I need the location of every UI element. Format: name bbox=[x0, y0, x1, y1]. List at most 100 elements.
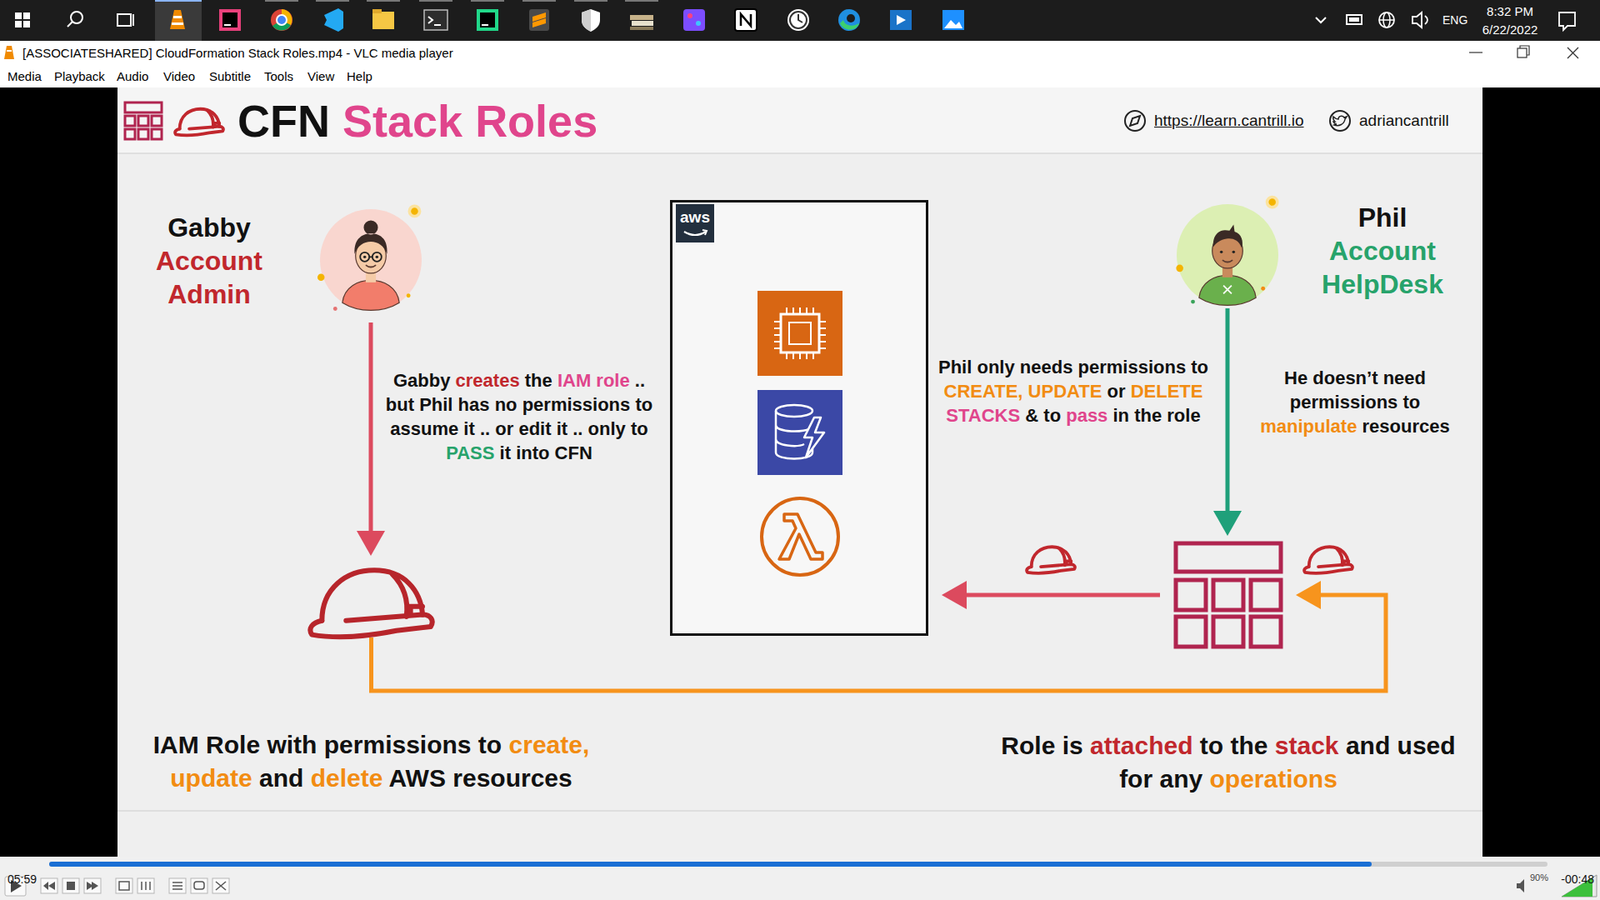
stack-title-icon bbox=[125, 129, 135, 140]
avatar-art bbox=[1199, 275, 1256, 305]
player-icon bbox=[890, 10, 912, 30]
text-run: 8:32 bbox=[1486, 4, 1511, 19]
stack-grid bbox=[1175, 543, 1281, 572]
menu-item: Video bbox=[163, 68, 195, 85]
ide-icon bbox=[224, 24, 231, 26]
text-run: Phil bbox=[1358, 202, 1408, 233]
terminal-icon bbox=[434, 24, 441, 26]
role-hardhat bbox=[305, 564, 437, 641]
avatar-art bbox=[1267, 196, 1278, 207]
text-run: role bbox=[595, 370, 630, 391]
text-run: IAM bbox=[153, 730, 200, 759]
title-bar bbox=[4, 45, 15, 60]
text-run: Gabby bbox=[393, 370, 450, 391]
clock-time: 8:32 PM bbox=[1468, 3, 1552, 20]
text-run: ENG bbox=[1442, 13, 1468, 27]
role-hardhat bbox=[310, 570, 432, 637]
vlc-icon bbox=[170, 10, 185, 30]
text-run: UPDATE bbox=[1028, 380, 1103, 402]
avatar-art bbox=[320, 209, 422, 311]
app-icon bbox=[683, 9, 705, 31]
text-run: delete bbox=[310, 764, 384, 792]
avatar-art bbox=[363, 255, 366, 259]
menu-item: Tools bbox=[264, 68, 294, 85]
taskview-icon bbox=[117, 14, 131, 26]
service-icons bbox=[819, 327, 826, 330]
text-run: to bbox=[1402, 391, 1420, 413]
stack-grid bbox=[1213, 580, 1244, 610]
slide-ground bbox=[117, 152, 1483, 155]
text-run: https://learn.cantrill.io bbox=[1154, 111, 1305, 130]
tray-icons bbox=[1412, 12, 1422, 28]
text-run: AWS bbox=[389, 764, 446, 792]
books-icon bbox=[630, 15, 654, 30]
service-icons bbox=[812, 352, 815, 360]
tray-icons bbox=[1349, 17, 1360, 22]
text-run: VLC bbox=[353, 45, 378, 60]
language-indicator: ENG bbox=[1442, 12, 1468, 28]
books-icon bbox=[630, 26, 654, 30]
app-icon bbox=[695, 20, 701, 26]
sublime-icon bbox=[529, 9, 550, 31]
clock-icon bbox=[798, 14, 803, 23]
role-title-icon bbox=[175, 109, 224, 136]
text-run: needs bbox=[1020, 356, 1074, 378]
text-run: the bbox=[1134, 405, 1162, 426]
text-run: Roles bbox=[475, 95, 598, 146]
menu-item: Audio bbox=[116, 68, 149, 85]
window-title: [ASSOCIATESHARED] CloudFormation Stack R… bbox=[22, 45, 454, 61]
service-icons bbox=[799, 307, 801, 315]
tray-icons bbox=[1315, 17, 1326, 23]
service-icons bbox=[774, 347, 781, 350]
text-run: Admin bbox=[167, 279, 251, 310]
taskbar bbox=[522, 0, 556, 2]
person-name: Gabby Account Admin bbox=[155, 210, 263, 311]
menu-item: Playback bbox=[54, 68, 105, 85]
text-run: and bbox=[259, 764, 304, 792]
taskbar bbox=[315, 0, 350, 2]
search-icon bbox=[67, 21, 73, 27]
text-run: aws bbox=[680, 208, 710, 226]
service-icons bbox=[757, 390, 843, 475]
control-bar bbox=[212, 878, 230, 894]
text-run: to bbox=[1043, 405, 1061, 426]
remaining-time: -00:48 bbox=[1560, 871, 1595, 887]
connector-arrow bbox=[941, 580, 967, 610]
search-icon bbox=[67, 11, 83, 27]
text-run: media bbox=[381, 45, 416, 60]
service-icons bbox=[761, 498, 839, 575]
connector-arrow bbox=[356, 530, 385, 556]
stack-grid bbox=[1175, 580, 1206, 610]
search-icon bbox=[70, 11, 83, 24]
taskbar bbox=[366, 0, 400, 2]
service-icons bbox=[780, 314, 820, 353]
control-bar bbox=[215, 881, 226, 890]
control-bar bbox=[0, 856, 1600, 900]
avatar-art bbox=[342, 280, 400, 310]
stack-grid bbox=[1213, 616, 1244, 647]
start-icon bbox=[15, 12, 22, 20]
folder-icon bbox=[372, 9, 395, 30]
stack-icon: Role is attached to the stack and used f… bbox=[1173, 540, 1284, 650]
logo-smile bbox=[684, 231, 706, 235]
compass-icon bbox=[1125, 110, 1145, 131]
player-icon bbox=[896, 15, 906, 25]
connector-arrow bbox=[941, 580, 1160, 610]
text-run: Help bbox=[346, 69, 373, 84]
title-bar bbox=[1520, 45, 1530, 55]
text-run: CREATE, bbox=[944, 380, 1024, 402]
notion-icon bbox=[735, 9, 757, 31]
taskbar bbox=[0, 0, 1600, 41]
player-icon bbox=[890, 10, 912, 30]
avatar-art bbox=[1213, 224, 1243, 248]
service-icons bbox=[792, 352, 795, 360]
service-icons bbox=[792, 307, 795, 315]
control-bar bbox=[172, 888, 183, 890]
ide-icon bbox=[219, 9, 241, 31]
avatar-art bbox=[333, 306, 338, 311]
text-run: operations bbox=[1210, 765, 1338, 793]
clock-icon bbox=[790, 11, 807, 29]
logo-text: aws bbox=[675, 207, 715, 228]
taskbar bbox=[155, 0, 202, 2]
text-run: in bbox=[1112, 405, 1130, 426]
